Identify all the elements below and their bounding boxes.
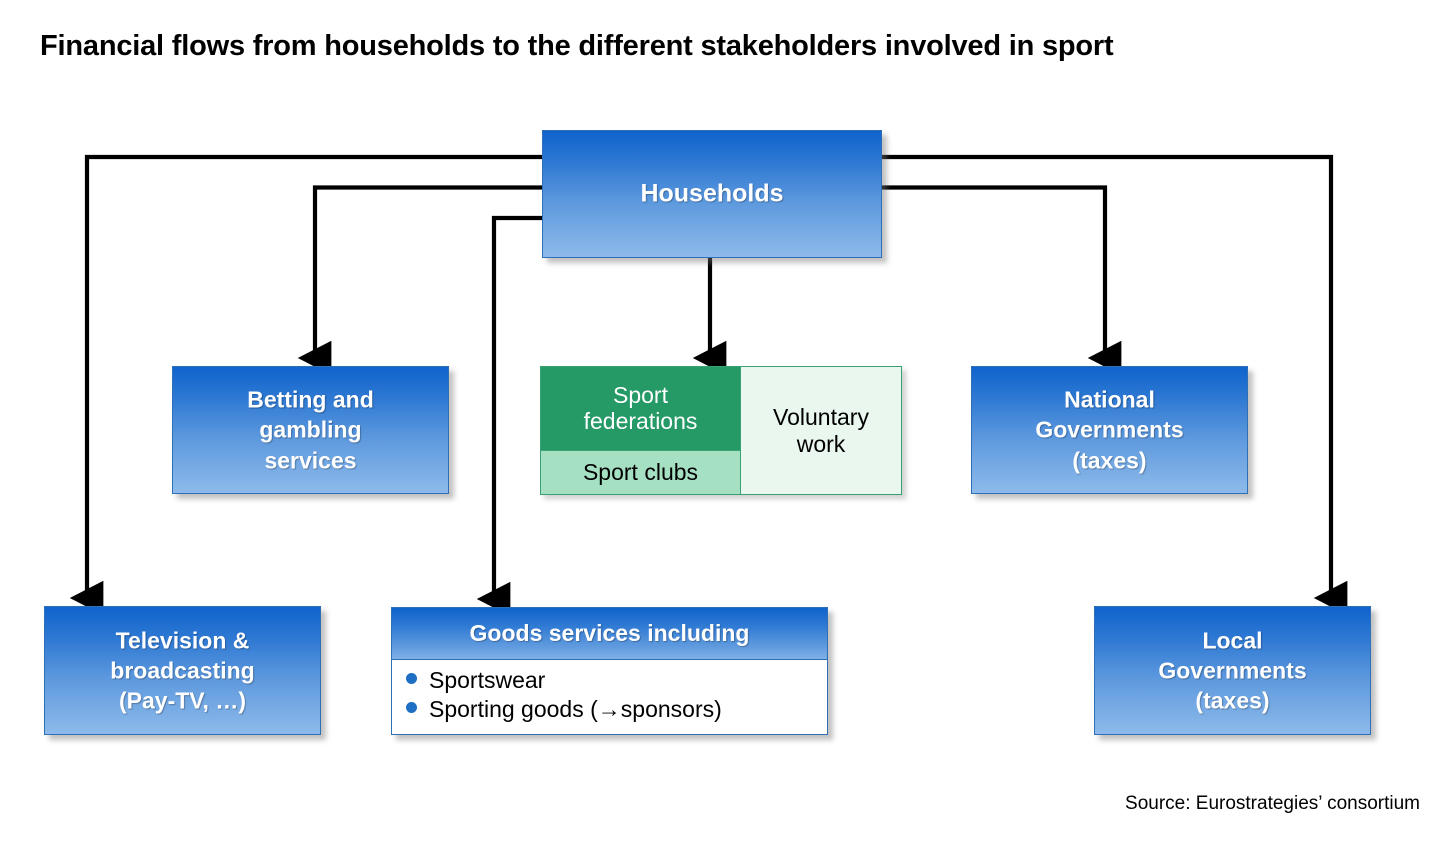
sport-group-left-column: Sport federations Sport clubs xyxy=(540,366,740,495)
page-title: Financial flows from households to the d… xyxy=(40,30,1114,62)
cell-sport-federations-label: Sport federations xyxy=(583,381,698,434)
node-national-governments-label: National Governments (taxes) xyxy=(1035,386,1184,474)
cell-sport-clubs[interactable]: Sport clubs xyxy=(541,450,740,494)
connector-households-national xyxy=(882,185,1122,376)
node-national-governments[interactable]: National Governments (taxes) xyxy=(971,366,1248,494)
node-local-governments[interactable]: Local Governments (taxes) xyxy=(1094,606,1371,735)
connector-households-betting xyxy=(297,185,542,376)
node-goods-services[interactable]: Goods services including Sportswear Spor… xyxy=(391,607,828,735)
node-television-broadcasting-label: Television & broadcasting (Pay-TV, …) xyxy=(110,626,255,714)
cell-voluntary-work[interactable]: Voluntary work xyxy=(740,366,902,495)
node-television-broadcasting[interactable]: Television & broadcasting (Pay-TV, …) xyxy=(44,606,321,735)
node-betting-and-gambling-services[interactable]: Betting and gambling services xyxy=(172,366,449,494)
cell-sport-clubs-label: Sport clubs xyxy=(582,459,699,485)
list-item-label: Sportswear xyxy=(429,667,546,693)
connector-households-goods xyxy=(476,215,542,617)
node-sport-group[interactable]: Sport federations Sport clubs Voluntary … xyxy=(540,366,902,495)
list-item-label: Sporting goods (→sponsors) xyxy=(429,695,722,722)
node-goods-services-body: Sportswear Sporting goods (→sponsors) xyxy=(392,660,827,734)
bullet-icon xyxy=(406,673,417,684)
list-item: Sportswear xyxy=(406,666,821,695)
node-households[interactable]: Households xyxy=(542,130,882,258)
list-item: Sporting goods (→sponsors) xyxy=(406,695,821,724)
node-goods-services-header: Goods services including xyxy=(392,608,827,660)
bullet-icon xyxy=(406,701,417,713)
source-note: Source: Eurostrategies’ consortium xyxy=(1125,793,1420,814)
node-local-governments-label: Local Governments (taxes) xyxy=(1158,626,1307,714)
node-households-label: Households xyxy=(640,179,784,208)
cell-sport-federations[interactable]: Sport federations xyxy=(541,367,740,450)
cell-voluntary-work-label: Voluntary work xyxy=(773,404,869,457)
node-betting-label: Betting and gambling services xyxy=(247,386,374,474)
